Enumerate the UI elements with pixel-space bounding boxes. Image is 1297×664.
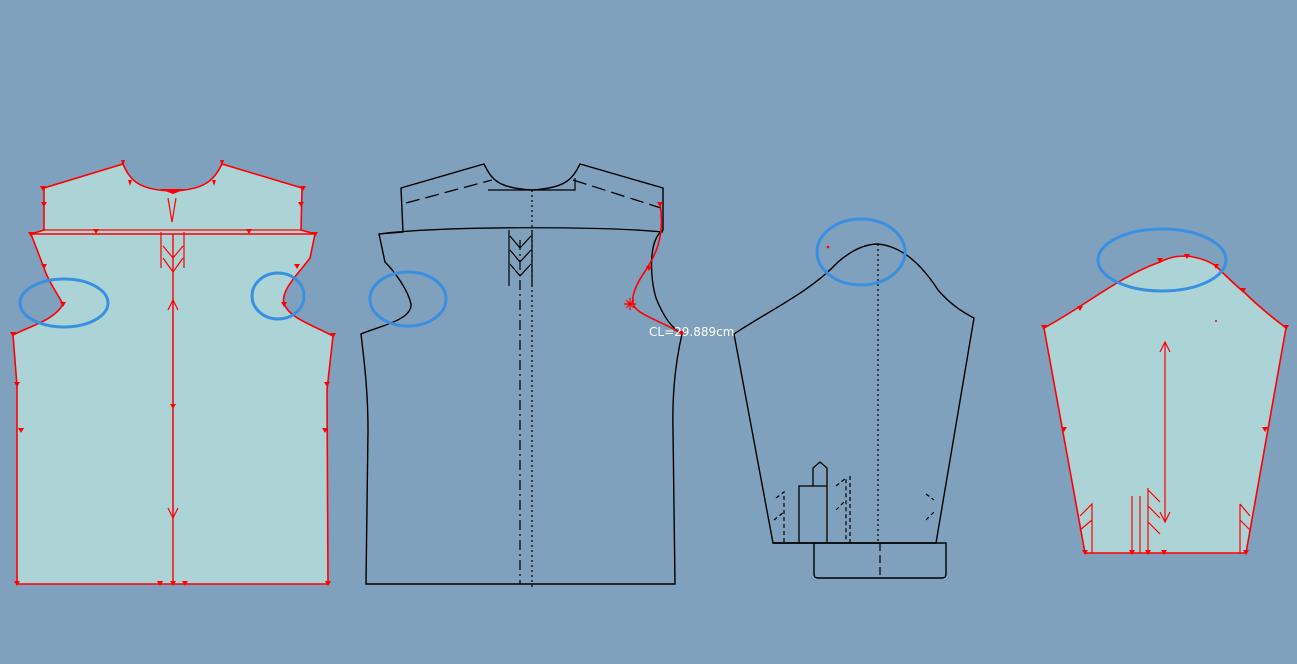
placket (798, 461, 828, 543)
armhole-highlight-circle-left (18, 277, 110, 329)
grain-arrow-head-top (167, 298, 179, 311)
collar-stand (488, 178, 576, 191)
sleeve-outline-piece[interactable] (733, 217, 975, 579)
sleeve-selected-cap-highlight-circle (1096, 227, 1228, 293)
back-bodice-outline (360, 163, 683, 585)
cuff-band (773, 542, 947, 579)
sleeve-outline (733, 243, 975, 544)
back-pleat-marks (508, 230, 533, 286)
back-yoke-seam (378, 227, 664, 235)
grain-arrow-head-bottom (167, 507, 179, 520)
armhole-selected-curve (631, 203, 683, 335)
sleeve-point-marker (826, 245, 830, 249)
back-bodice-piece[interactable] (360, 163, 685, 588)
armhole-selected-notches (646, 202, 685, 336)
sleeve-selected-piece[interactable] (1041, 227, 1289, 555)
back-yoke-dashed-left (405, 179, 493, 204)
sleeve-selected-point-marker (1215, 320, 1217, 322)
sleeve-grain-arrow-top (1159, 340, 1171, 353)
armhole-highlight-circle-right (250, 271, 306, 321)
front-bodice-notches (10, 160, 336, 586)
sleeve-placket-marks (1079, 488, 1251, 553)
selection-cursor-star (624, 298, 636, 310)
back-armhole-highlight-circle (368, 270, 448, 328)
sleeve-pleats-dashed (773, 476, 935, 543)
pleat-marks (160, 197, 185, 274)
sleeve-grain-arrow-bottom (1159, 511, 1171, 524)
curve-length-label: CL=29.889cm (649, 325, 735, 339)
sleeve-selected-notches (1041, 254, 1289, 555)
back-yoke-dashed-right (572, 179, 662, 209)
front-bodice-piece[interactable] (10, 160, 336, 586)
sleeve-cap-highlight-circle (815, 217, 907, 287)
